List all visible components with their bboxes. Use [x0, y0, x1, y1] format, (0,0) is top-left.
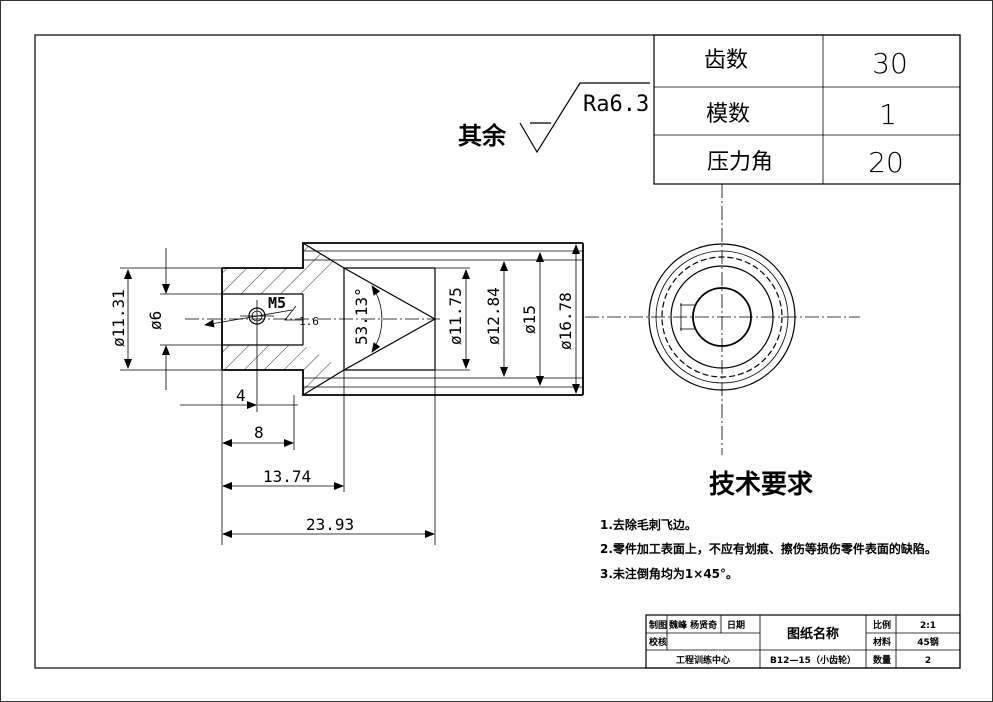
tb-made-by: 魏峰 杨贤奇: [668, 619, 717, 631]
dim-len-8: 8: [222, 395, 295, 450]
param-value-pressure-angle: 20: [868, 146, 904, 179]
local-roughness: 1.6: [284, 305, 319, 328]
title-block: 制图 魏峰 杨贤奇 日期 校核 图纸名称 比例 2:1 材料 45钢 工程训练中…: [645, 614, 961, 669]
dim-d6: ø6: [146, 248, 222, 390]
dim-thread-label: M5: [268, 294, 286, 312]
dim-d11-31-label: ø11.31: [109, 289, 128, 347]
dim-d16-78: ø16.78: [556, 244, 580, 394]
tb-scale-label: 比例: [873, 619, 891, 631]
param-name-module: 模数: [706, 102, 750, 127]
dim-len-8-label: 8: [254, 423, 264, 442]
dim-angle-label: 53.13°: [352, 287, 371, 345]
dim-angle: 53.13°: [352, 285, 383, 353]
surface-finish-prefix: 其余: [458, 122, 507, 150]
dim-len-4: 4: [180, 332, 298, 545]
dim-len-13-74: 13.74: [222, 370, 345, 492]
tb-material-label: 材料: [872, 636, 891, 648]
dim-len-23-93: 23.93: [222, 370, 436, 545]
tb-date-label: 日期: [727, 619, 745, 631]
tb-scale: 2:1: [920, 621, 936, 631]
tb-material: 45钢: [917, 636, 939, 648]
dim-thread-m5: M5: [204, 294, 293, 328]
surface-finish-symbol: 其余 Ra6.3: [458, 82, 650, 154]
tb-qty-label: 数量: [873, 654, 891, 666]
end-view: [585, 184, 860, 455]
param-value-teeth: 30: [872, 47, 908, 80]
dim-d16-78-label: ø16.78: [556, 292, 575, 350]
dim-len-23-93-label: 23.93: [306, 515, 354, 534]
tb-made-by-label: 制图: [649, 619, 667, 631]
section-view: [185, 242, 584, 396]
gear-param-table: 齿数 30 模数 1 压力角 20: [653, 34, 961, 185]
dim-d11-31: ø11.31: [109, 267, 222, 371]
tech-requirement-item: 3.未注倒角均为1×45°。: [600, 566, 738, 581]
dim-d15: ø15: [520, 252, 544, 386]
dim-d15-label: ø15: [520, 305, 539, 334]
dim-len-13-74-label: 13.74: [263, 467, 311, 486]
tech-requirements-title: 技术要求: [709, 470, 813, 500]
surface-finish-ra: Ra6.3: [583, 92, 649, 117]
tb-drawing-no: B12—15（小齿轮）: [770, 654, 856, 666]
tech-requirement-item: 1.去除毛刺飞边。: [600, 517, 697, 532]
dim-d12-84: ø12.84: [484, 261, 508, 377]
param-name-pressure-angle: 压力角: [707, 150, 773, 175]
dim-len-4-label: 4: [236, 386, 246, 405]
dim-d11-75-label: ø11.75: [446, 287, 465, 345]
dim-d11-75: ø11.75: [435, 267, 470, 371]
drawing-frame: [34, 34, 961, 669]
dim-d6-label: ø6: [146, 311, 165, 330]
tech-requirements: 技术要求 1.去除毛刺飞边。 2.零件加工表面上，不应有划痕、擦伤等损伤零件表面…: [600, 470, 937, 581]
tb-checked-label: 校核: [649, 636, 667, 648]
tech-requirement-item: 2.零件加工表面上，不应有划痕、擦伤等损伤零件表面的缺陷。: [600, 541, 937, 556]
local-roughness-label: 1.6: [299, 315, 319, 328]
dim-d12-84-label: ø12.84: [484, 287, 503, 345]
tb-org: 工程训练中心: [676, 654, 730, 666]
tb-qty: 2: [925, 656, 931, 666]
tb-drawing-name: 图纸名称: [787, 626, 839, 642]
param-value-module: 1: [879, 98, 897, 131]
param-name-teeth: 齿数: [704, 48, 748, 73]
